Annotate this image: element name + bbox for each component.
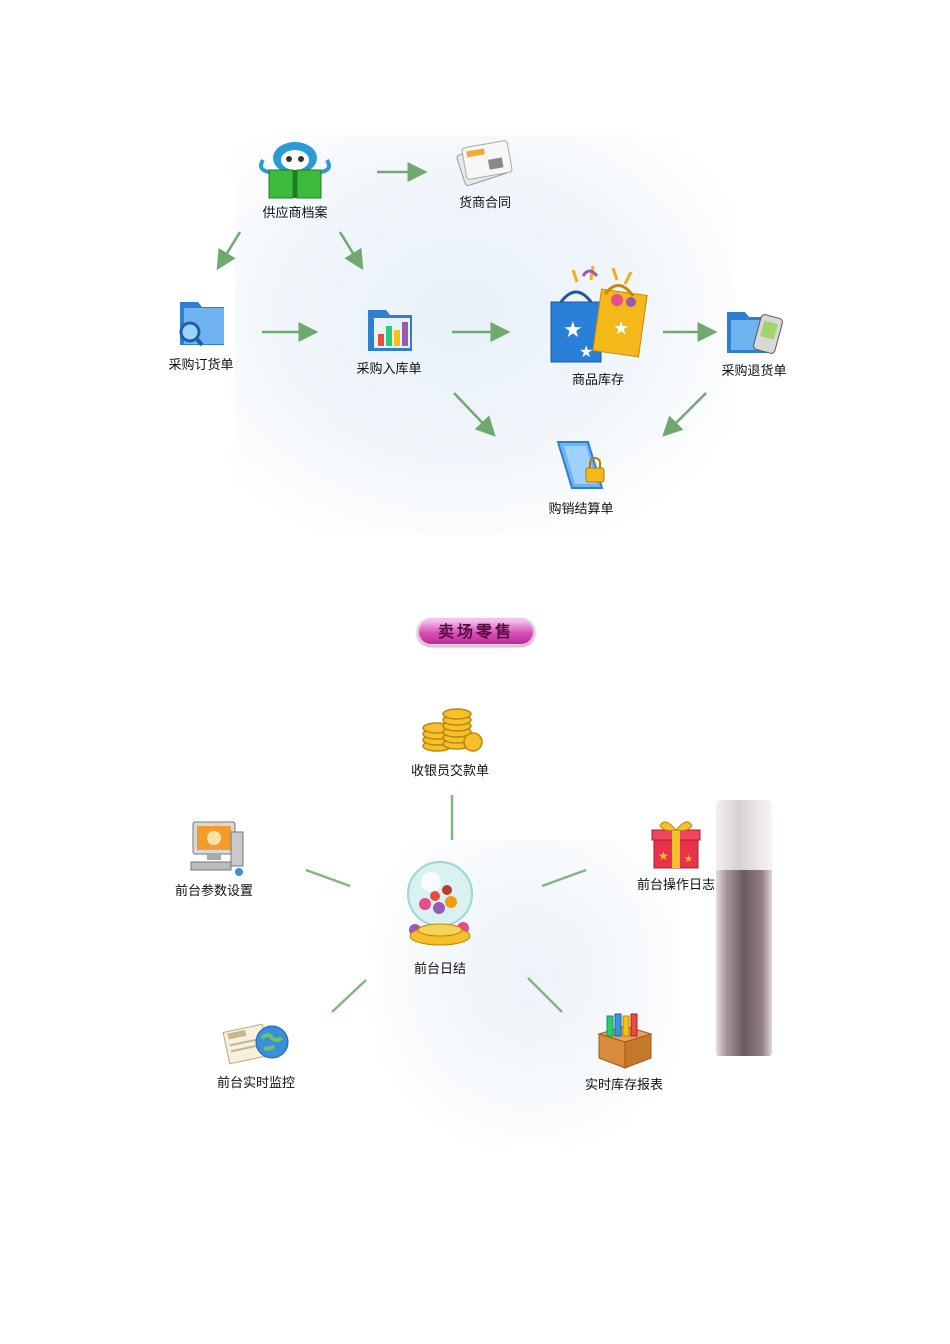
node-purchase-order[interactable]: 采购订货单 [158, 292, 244, 373]
retail-flow-lines [305, 795, 587, 1013]
node-supplier-archive[interactable]: 供应商档案 [250, 140, 340, 221]
node-label: 收银员交款单 [410, 764, 489, 779]
gold-coins-icon [422, 708, 483, 752]
cosmetic-bottle-cap [716, 800, 772, 870]
folder-device-icon [727, 312, 783, 354]
retail-section-banner: 卖场零售 [417, 618, 535, 646]
gift-box-icon: ★ ★ [651, 821, 701, 869]
arrow-receipt-to-settlement [453, 392, 496, 437]
shopping-bags-icon: ★ ★ ★ [550, 265, 648, 363]
node-label: 前台操作日志 [636, 878, 715, 893]
arrow-archive-to-order [216, 231, 242, 271]
contract-cards-icon [456, 140, 513, 187]
node-label: 前台参数设置 [174, 884, 253, 899]
arrow-return-to-settlement [662, 392, 707, 437]
purchase-flow-diagram: 供应商档案 货商合同 采购订货单 采购入库单 [0, 0, 950, 560]
node-purchase-receipt[interactable]: 采购入库单 [344, 296, 434, 377]
node-label: 货商合同 [458, 196, 511, 211]
node-inventory[interactable]: ★ ★ ★ 商品库存 [543, 262, 653, 388]
computer-settings-icon [190, 821, 244, 876]
node-label: 购销结算单 [548, 502, 614, 517]
node-cashier-payment[interactable]: 收银员交款单 [400, 698, 500, 779]
supplier-mascot-book-icon [259, 142, 331, 199]
folder-chart-icon [368, 310, 412, 351]
svg-text:★: ★ [579, 342, 593, 361]
node-label: 商品库存 [571, 373, 624, 388]
line-hub-to-settings [305, 868, 351, 888]
blue-folder-search-icon [179, 302, 224, 347]
folder-lock-icon [556, 441, 605, 489]
line-hub-to-report [527, 977, 563, 1013]
node-label: 采购退货单 [721, 364, 787, 379]
node-label: 前台实时监控 [216, 1076, 295, 1091]
svg-text:★: ★ [658, 849, 669, 863]
node-stock-report[interactable]: 实时库存报表 [572, 1008, 676, 1093]
arrow-archive-to-receipt [338, 231, 364, 271]
svg-text:★: ★ [613, 318, 629, 339]
line-hub-to-monitor [331, 979, 367, 1013]
crystal-ball-gems-icon [407, 861, 473, 946]
node-purchase-return[interactable]: 采购退货单 [712, 302, 796, 379]
node-realtime-monitor[interactable]: 前台实时监控 [206, 1016, 306, 1091]
node-supplier-contract[interactable]: 货商合同 [440, 130, 530, 211]
svg-text:★: ★ [684, 854, 693, 865]
node-label: 实时库存报表 [584, 1078, 663, 1093]
node-label: 供应商档案 [262, 206, 328, 221]
node-label: 采购入库单 [356, 362, 422, 377]
node-settlement[interactable]: 购销结算单 [536, 436, 626, 517]
node-daily-close[interactable]: 前台日结 [392, 852, 488, 977]
node-front-log[interactable]: ★ ★ 前台操作日志 [628, 816, 724, 893]
node-label: 前台日结 [413, 962, 466, 977]
svg-text:★: ★ [563, 318, 583, 343]
purchase-flow-arrows [216, 162, 718, 437]
line-hub-to-log [541, 868, 587, 888]
node-label: 采购订货单 [168, 358, 234, 373]
retail-flow-diagram: 卖场零售 收银员交款单 前台参数设置 [0, 590, 950, 1140]
newspaper-globe-icon [222, 1023, 289, 1065]
file-box-icon [597, 1013, 653, 1069]
node-front-settings[interactable]: 前台参数设置 [164, 816, 264, 899]
